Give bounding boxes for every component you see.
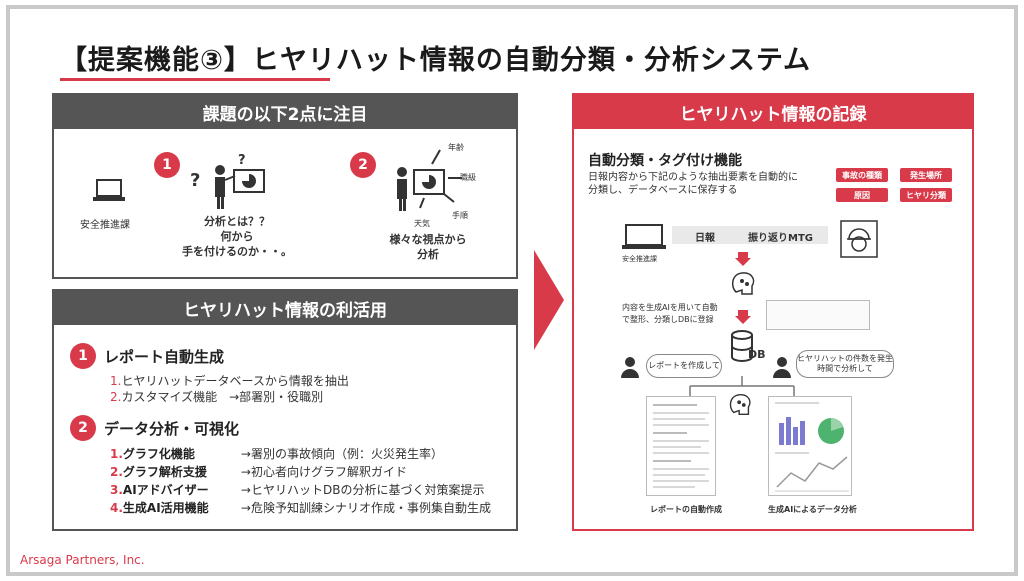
flow-arrow-icon [534,250,564,350]
db-label: DB [748,348,766,361]
issue-1-text: 分析とは？？ 何から 手を付けるのか・・。 [182,214,292,259]
feature-3-num: 3. [110,483,123,497]
callout-analysis-line-1: ヒヤリハットの件数を発生 [797,354,893,363]
usage-1-item-2: 2.カスタマイズ機能 →部署別・役職別 [110,388,323,405]
feature-2-desc: →初心者向けグラフ解釈ガイド [240,465,407,479]
record-desc-1: 日報内容から下記のような抽出要素を自動的に [588,172,798,183]
usage-section-1-title: レポート自動生成 [104,348,225,366]
auto-report-label: レポートの自動作成 [650,505,722,514]
issues-header: 課題の以下2点に注目 [54,95,516,129]
usage-header: ヒヤリハット情報の利活用 [54,291,516,325]
feature-4-label: 生成AI活用機能 [122,501,209,515]
issue-1-line-2: 何から [220,230,254,243]
feature-4-num: 4. [110,501,123,515]
issue-1-line-1: 分析とは？？ [204,215,270,228]
usage-1-item-1-text: ヒヤリハットデータベースから情報を抽出 [121,374,349,388]
flow-review-mtg: 振り返りMTG [748,233,813,244]
down-arrow-icon [735,252,751,266]
feature-2-label: グラフ解析支援 [122,465,207,479]
feature-4-desc: →危険予知訓練シナリオ作成・事例集自動生成 [240,501,491,515]
svg-text:?: ? [238,153,246,168]
ai-analysis-label: 生成AIによるデータ分析 [768,505,857,514]
document-lines [653,404,709,488]
feature-1-num: 1. [110,447,123,461]
record-desc-2: 分類し、データベースに保存する [588,185,738,196]
report-bar [672,226,828,244]
feature-1-desc: →署別の事故傾向（例：火災発生率） [240,447,443,461]
feature-3: 3.AIアドバイザー →ヒヤリハットDBの分析に基づく対策案提示 [110,481,484,498]
person-icon [621,357,639,378]
issues-box: 課題の以下2点に注目 [52,93,518,279]
helmet-worker-icon [840,220,878,258]
view-weather: 天気 [414,219,430,228]
slide-title: 【提案機能③】ヒヤリハット情報の自動分類・分析システム [60,45,812,76]
record-header: ヒヤリハット情報の記録 [574,95,972,129]
feature-3-desc: →ヒヤリハットDBの分析に基づく対策案提示 [240,483,485,497]
ai-process-2: で整形、分類しDBに登録 [622,315,714,324]
data-table-thumbnail [766,300,870,330]
view-method: 手順 [452,211,468,220]
usage-1-item-1-num: 1. [110,374,122,388]
usage-badge-1: 1 [70,343,96,369]
report-document-thumbnail [646,396,716,496]
issue-1-line-3: 手を付けるのか・・。 [182,245,292,258]
multi-view-presenter-icon [397,149,462,211]
usage-section-2-title: データ分析・可視化 [104,420,240,438]
feature-1-label: グラフ化機能 [122,447,195,461]
database-icon [731,330,753,362]
tag-location: 発生場所 [900,168,952,182]
usage-1-item-1: 1.ヒヤリハットデータベースから情報を抽出 [110,372,349,389]
view-age: 年齢 [448,143,464,152]
issue-2-line-1: 様々な視点から [389,233,467,246]
svg-text:?: ? [190,170,200,191]
feature-2: 2.グラフ解析支援 →初心者向けグラフ解釈ガイド [110,463,407,480]
feature-2-num: 2. [110,465,123,479]
laptop-icon [93,179,125,201]
ai-brain-icon [729,394,751,415]
feature-4: 4.生成AI活用機能 →危険予知訓練シナリオ作成・事例集自動生成 [110,499,491,516]
record-subtitle: 自動分類・タグ付け機能 [588,153,742,169]
company-footer: Arsaga Partners, Inc. [20,553,145,567]
ai-process-1: 内容を生成AIを用いて自動 [622,303,718,312]
dept-label-1: 安全推進課 [80,220,130,231]
ai-brain-icon [731,272,755,295]
feature-1: 1.グラフ化機能 →署別の事故傾向（例：火災発生率） [110,445,443,462]
tag-accident-type: 事故の種類 [836,168,888,182]
flow-daily-report: 日報 [695,233,715,244]
usage-1-item-2-text: カスタマイズ機能 →部署別・役職別 [121,390,324,404]
issue-badge-2: 2 [350,152,376,178]
tag-cause: 原因 [836,188,888,202]
dept-label-2: 安全推進課 [622,255,657,263]
down-arrow-icon [735,310,751,324]
dashboard-graphics [775,402,849,492]
issue-2-text: 様々な視点から 分析 [378,232,478,262]
analysis-dashboard-thumbnail [768,396,852,496]
callout-analysis-line-2: 時間で分析して [817,364,873,373]
view-role: 職級 [460,173,476,182]
issue-badge-1: 1 [154,152,180,178]
laptop-icon [622,224,666,249]
usage-badge-2: 2 [70,415,96,441]
usage-1-item-2-num: 2. [110,390,122,404]
confused-presenter-icon: ? ? [190,153,265,209]
usage-box: ヒヤリハット情報の利活用 [52,289,518,531]
tag-category: ヒヤリ分類 [900,188,952,202]
person-icon [773,357,791,378]
issue-2-line-2: 分析 [417,248,439,261]
callout-report: レポートを作成して [646,354,722,378]
feature-3-label: AIアドバイザー [122,483,209,497]
callout-analysis: ヒヤリハットの件数を発生 時間で分析して [796,350,894,378]
title-underline [60,78,330,81]
